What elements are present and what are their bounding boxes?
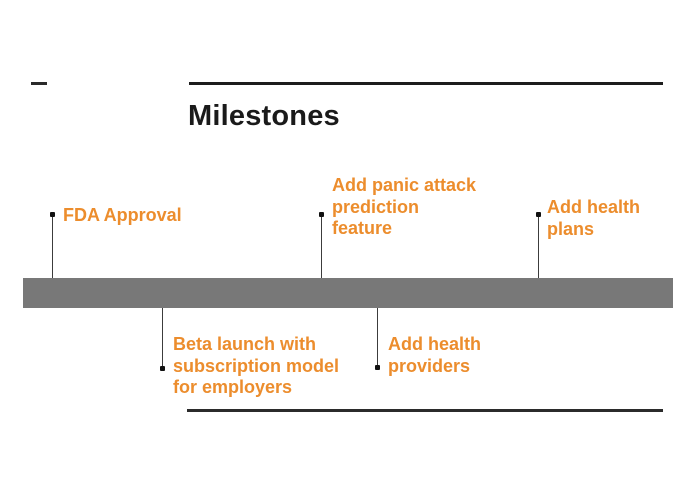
milestone-tick-line	[162, 308, 163, 368]
milestone-tick-line	[52, 214, 53, 278]
milestone-tick-line	[321, 214, 322, 278]
milestone-label: Beta launch with subscription model for …	[173, 334, 340, 397]
milestone-label: Add panic attack prediction feature	[332, 175, 477, 238]
slide-title: Milestones	[188, 100, 340, 132]
bottom-rule	[187, 409, 663, 412]
milestone-tick-line	[377, 308, 378, 368]
milestone-dot	[50, 212, 55, 217]
timeline-bar	[23, 278, 673, 308]
milestone-dot	[319, 212, 324, 217]
milestone-label: Add health providers	[388, 334, 481, 376]
milestone-label: FDA Approval	[63, 205, 182, 225]
milestone-label: Add health plans	[547, 197, 640, 239]
top-left-dash	[31, 82, 47, 85]
milestone-tick-line	[538, 214, 539, 278]
title-top-rule	[189, 82, 663, 85]
milestone-dot	[536, 212, 541, 217]
milestone-dot	[160, 366, 165, 371]
milestone-dot	[375, 365, 380, 370]
